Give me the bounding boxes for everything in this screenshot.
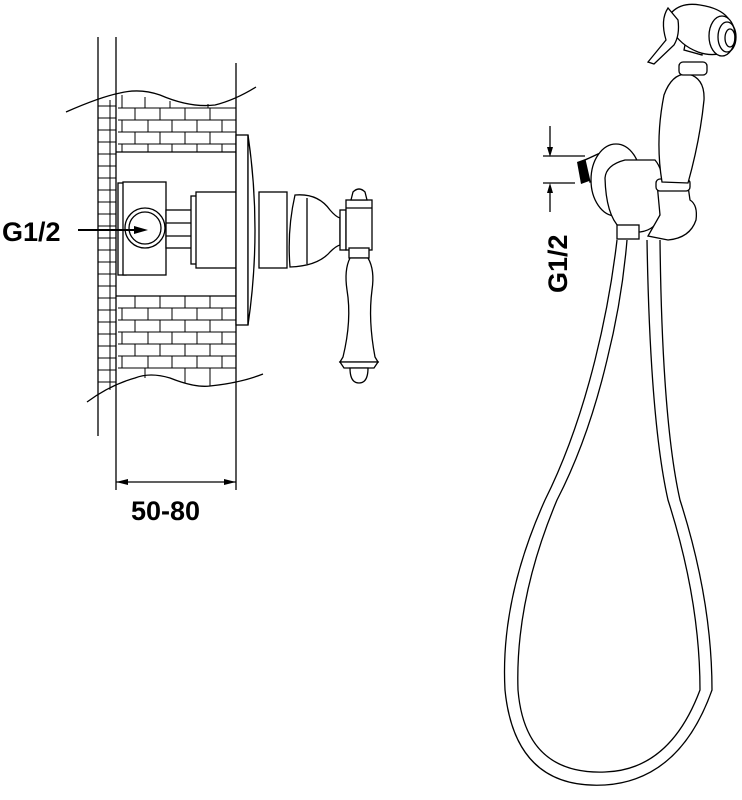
thread-label-right: G1/2 (543, 234, 573, 293)
flexible-hose (503, 239, 713, 786)
cover-plate (235, 134, 288, 326)
arrow-head-left (134, 226, 148, 234)
brick-top (65, 86, 257, 153)
brick-column (98, 100, 116, 390)
thread-label-left: G1/2 (2, 217, 61, 247)
wall-section (65, 37, 264, 490)
brick-bottom (86, 295, 264, 403)
hand-shower (646, 3, 737, 184)
dimension-label: 50-80 (131, 496, 200, 526)
concealed-valve (117, 181, 237, 276)
lever-handle (288, 188, 380, 384)
dimension-wall-depth (116, 479, 236, 485)
thread-dimension (543, 126, 585, 212)
wall-outlet (577, 143, 664, 240)
